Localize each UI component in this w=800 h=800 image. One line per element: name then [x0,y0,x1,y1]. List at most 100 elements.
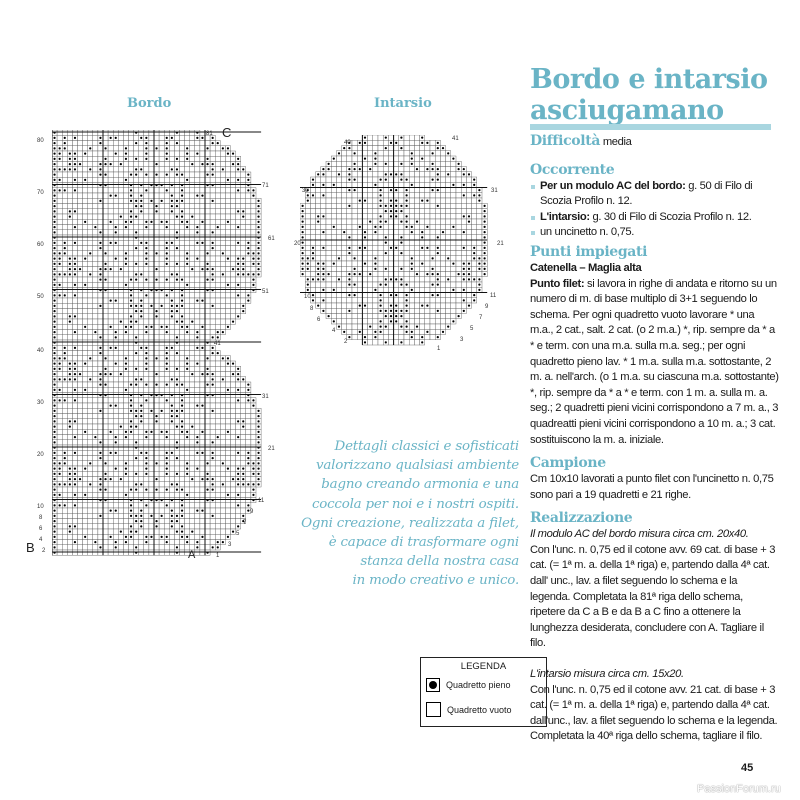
grid-cell [184,486,190,493]
grid-cell [194,486,201,493]
grid-cell [408,250,415,256]
grid-cell [184,423,190,430]
grid-cell [445,192,452,199]
grid-cell [102,413,109,419]
grid-cell [199,381,206,388]
grid-cell [169,282,175,288]
grid-cell [476,234,483,241]
filled-square-dot [348,178,351,181]
grid-cell [102,213,109,220]
grid-cell [341,239,347,246]
filled-square-dot [73,399,77,402]
filled-square-dot [180,220,184,223]
grid-cell [77,213,83,220]
grid-cell [179,145,185,152]
grid-cell [148,492,155,498]
filled-square-dot [129,525,133,528]
filled-square-dot [436,178,439,181]
grid-cell [133,161,139,167]
grid-cell [414,229,420,235]
filled-square-dot [68,483,71,486]
grid-cell [194,481,201,488]
grid-cell [148,282,155,288]
filled-square-dot [231,362,235,365]
filled-square-dot [129,173,133,176]
filled-square-dot [201,194,204,197]
filled-square-dot [384,173,387,176]
grid-cell [87,282,94,288]
grid-cell [163,130,170,136]
grid-cell [194,492,201,498]
grid-cell [235,518,241,524]
filled-square-dot [68,152,71,155]
filled-square-dot [247,483,250,486]
grid-cell [179,271,185,278]
grid-cell [92,339,99,346]
filled-square-dot [363,231,367,234]
grid-cell [143,229,150,236]
grid-cell [189,402,195,409]
grid-cell [113,282,119,288]
grid-cell [158,177,165,183]
grid-cell [61,318,68,325]
grid-cell [102,130,109,136]
grid-cell [97,434,104,440]
grid-cell [67,177,73,183]
filled-square-dot [104,478,107,481]
grid-cell [92,345,99,351]
grid-cell [209,224,216,230]
grid-cell [230,261,236,267]
grid-cell [138,187,144,194]
filled-square-dot [180,199,184,202]
grid-cell [331,176,337,183]
grid-cell [388,229,394,235]
filled-square-dot [99,268,102,271]
grid-cell [214,360,221,367]
filled-square-dot [155,210,158,213]
filled-square-dot [237,483,240,486]
filled-square-dot [129,299,133,302]
grid-cell [153,329,160,335]
grid-cell [87,486,94,493]
grid-cell [113,476,119,482]
grid-cell [367,140,373,146]
grid-cell [362,192,368,199]
grid-cell [77,418,83,425]
filled-square-dot [348,189,351,192]
filled-square-dot [135,457,138,460]
grid-cell [72,444,78,451]
grid-cell [194,182,201,188]
filled-square-dot [363,199,367,202]
grid-cell [445,218,452,225]
filled-square-dot [124,252,128,255]
grid-cell [419,255,425,262]
grid-cell [107,408,114,414]
filled-square-dot [379,199,382,202]
filled-square-dot [186,535,189,538]
filled-square-dot [140,210,143,213]
grid-cell [204,198,211,204]
grid-cell [77,465,83,472]
filled-square-dot [73,136,77,139]
filled-square-dot [400,147,403,150]
grid-cell [153,219,160,225]
grid-cell [118,350,124,356]
grid-cell [351,155,358,162]
grid-cell [179,471,185,477]
grid-cell [408,145,415,151]
grid-cell [315,197,322,204]
grid-cell [199,513,206,519]
grid-cell [72,203,78,209]
grid-cell [61,423,68,430]
grid-cell [56,444,63,451]
grid-cell [245,208,252,215]
grid-cell [450,239,457,246]
grid-cell [179,360,185,367]
filled-square-dot [53,530,56,533]
filled-square-dot [384,136,387,139]
grid-cell [138,366,144,372]
filled-square-dot [165,436,168,439]
grid-cell [133,460,139,467]
grid-cell [304,250,311,256]
grid-cell [235,250,241,257]
